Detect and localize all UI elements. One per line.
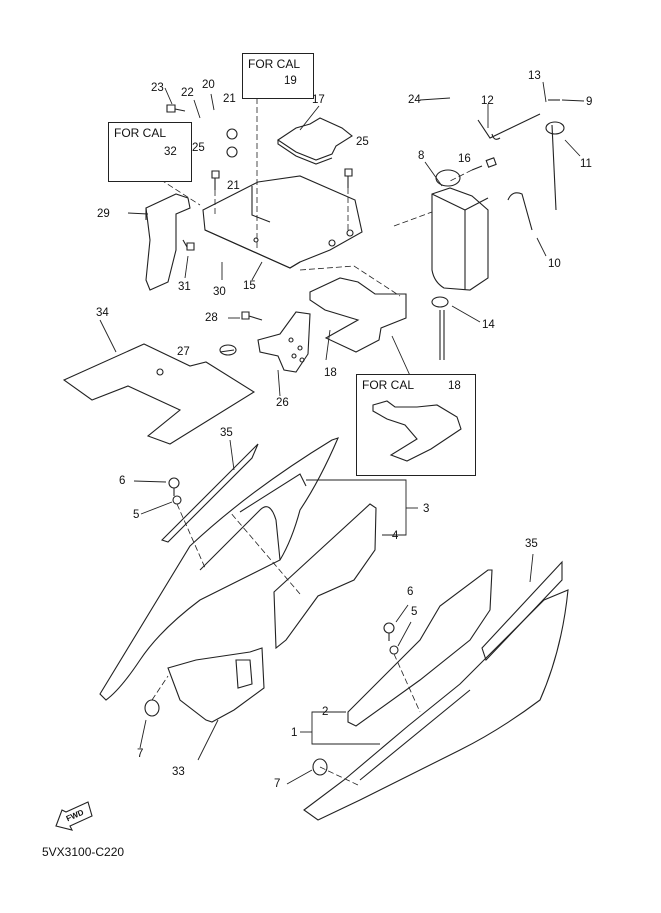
callout-9: 9 — [586, 96, 593, 108]
leader-lines — [100, 80, 584, 784]
callout-35b: 35 — [525, 538, 538, 550]
sheet-34 — [64, 344, 254, 444]
callout-29: 29 — [97, 208, 110, 220]
side-cover-1 — [304, 590, 568, 820]
callout-3: 3 — [423, 503, 430, 515]
callout-16: 16 — [458, 153, 471, 165]
for-cal-title: FOR CAL — [248, 57, 301, 71]
callout-7a: 7 — [137, 748, 144, 760]
callout-35a: 35 — [220, 427, 233, 439]
callout-24: 24 — [408, 94, 421, 106]
for-cal-title: FOR CAL — [114, 126, 167, 140]
plate-17 — [278, 118, 352, 164]
fwd-arrow-icon — [56, 802, 92, 830]
callout-4: 4 — [392, 530, 399, 542]
callout-18: 18 — [324, 367, 337, 379]
hoses — [432, 100, 564, 360]
side-cover-3 — [100, 438, 338, 700]
bracket-29 — [146, 194, 190, 290]
callout-14: 14 — [482, 319, 495, 331]
for-cal-title: FOR CAL — [362, 378, 415, 392]
callout-5b: 5 — [411, 606, 418, 618]
callout-2: 2 — [322, 706, 329, 718]
bracket-plate-15 — [203, 176, 362, 268]
callout-7b: 7 — [274, 778, 281, 790]
callout-28: 28 — [205, 312, 218, 324]
callout-26: 26 — [276, 397, 289, 409]
callout-17: 17 — [312, 94, 325, 106]
callout-22: 22 — [181, 87, 194, 99]
decal-4 — [274, 504, 376, 648]
for-cal-box-32: FOR CAL — [108, 122, 192, 182]
decal-2 — [348, 570, 492, 726]
cover-33 — [168, 648, 264, 722]
callout-31: 31 — [178, 281, 191, 293]
callout-1: 1 — [291, 727, 298, 739]
callout-32: 32 — [164, 146, 177, 158]
callout-21b: 21 — [227, 180, 240, 192]
callout-18b: 18 — [448, 380, 461, 392]
for-cal-box-18: FOR CAL — [356, 374, 476, 476]
decal-35-left — [162, 444, 258, 542]
callout-25b: 25 — [356, 136, 369, 148]
callout-30: 30 — [213, 286, 226, 298]
callout-10: 10 — [548, 258, 561, 270]
callout-23: 23 — [151, 82, 164, 94]
callout-21a: 21 — [223, 93, 236, 105]
callout-27: 27 — [177, 346, 190, 358]
callout-6b: 6 — [407, 586, 414, 598]
callout-5a: 5 — [133, 509, 140, 521]
callout-33: 33 — [172, 766, 185, 778]
bracket-26 — [220, 312, 310, 372]
callout-25a: 25 — [192, 142, 205, 154]
diagram-code: 5VX3100-C220 — [42, 845, 125, 859]
callout-34: 34 — [96, 307, 109, 319]
decal-35-right — [482, 562, 562, 660]
callout-20: 20 — [202, 79, 215, 91]
bolts — [127, 79, 496, 641]
plate-18 — [310, 278, 406, 352]
callout-11: 11 — [580, 158, 592, 170]
callout-19: 19 — [284, 75, 297, 87]
for-cal-box-19: FOR CAL — [242, 53, 314, 99]
callout-13: 13 — [528, 70, 541, 82]
callout-15: 15 — [243, 280, 256, 292]
callout-8: 8 — [418, 150, 425, 162]
grommets — [145, 700, 327, 775]
callout-6a: 6 — [119, 475, 126, 487]
callout-12: 12 — [481, 95, 494, 107]
reservoir-tank-8 — [432, 170, 488, 290]
